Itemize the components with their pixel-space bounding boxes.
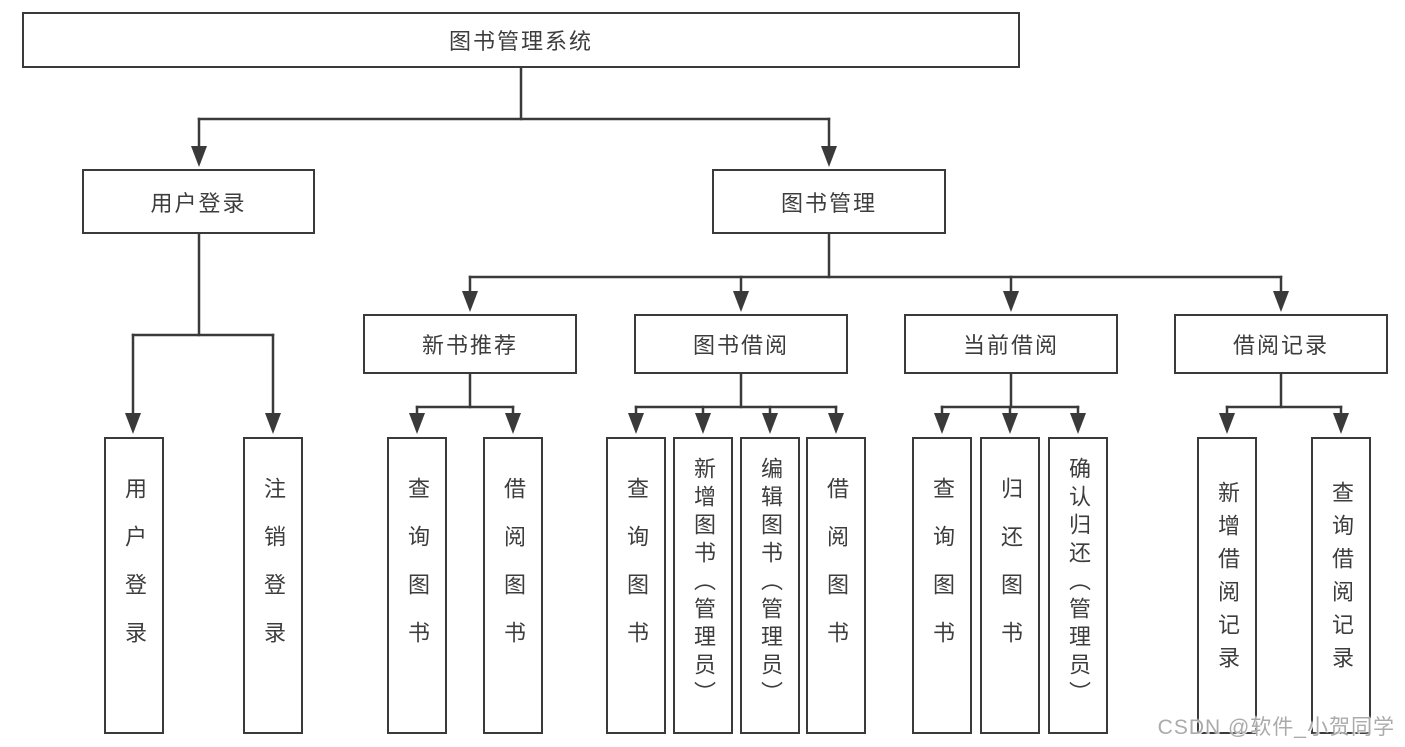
- node-label: 图书借阅: [692, 333, 789, 358]
- node-leaf-edit-books-admin: 编辑图书（管理员）: [740, 437, 800, 734]
- node-label: 确认归还（管理员）: [1066, 456, 1091, 709]
- node-user-login: 用户登录: [82, 169, 315, 234]
- node-leaf-user-login: 用户登录: [104, 437, 164, 734]
- node-label: 借阅图书: [824, 476, 849, 669]
- node-new-book-recommendation: 新书推荐: [363, 314, 577, 374]
- node-label: 新书推荐: [421, 333, 518, 358]
- node-label: 归还图书: [998, 476, 1023, 669]
- node-leaf-add-books-admin: 新增图书（管理员）: [673, 437, 733, 734]
- node-leaf-add-borrow-record: 新增借阅记录: [1197, 437, 1257, 734]
- node-label: 借阅图书: [501, 476, 526, 669]
- node-book-borrowing: 图书借阅: [634, 314, 848, 374]
- node-leaf-return-books: 归还图书: [980, 437, 1040, 734]
- node-leaf-logout: 注销登录: [243, 437, 303, 734]
- node-label: 查询借阅记录: [1329, 480, 1354, 679]
- node-label: 新增借阅记录: [1215, 480, 1240, 679]
- watermark: CSDN @软件_小贺同学: [1157, 716, 1395, 739]
- node-label: 图书管理: [780, 190, 877, 216]
- node-label: 编辑图书（管理员）: [758, 456, 783, 709]
- node-current-borrowing: 当前借阅: [904, 314, 1118, 374]
- node-label: 图书管理系统: [448, 29, 593, 54]
- node-leaf-borrow-books-recommend: 借阅图书: [483, 437, 543, 734]
- node-leaf-query-books-recommend: 查询图书: [387, 437, 447, 734]
- node-leaf-borrow-books: 借阅图书: [806, 437, 866, 734]
- node-book-management: 图书管理: [712, 169, 946, 234]
- node-leaf-query-books-borrowing: 查询图书: [606, 437, 666, 734]
- node-leaf-confirm-return-admin: 确认归还（管理员）: [1048, 437, 1108, 734]
- node-leaf-query-borrow-record: 查询借阅记录: [1311, 437, 1371, 734]
- node-label: 新增图书（管理员）: [691, 456, 716, 709]
- node-label: 查询图书: [624, 476, 649, 669]
- node-label: 用户登录: [150, 190, 247, 216]
- node-borrowing-records: 借阅记录: [1174, 314, 1388, 374]
- node-label: 注销登录: [261, 476, 286, 669]
- node-label: 查询图书: [930, 476, 955, 669]
- node-label: 当前借阅: [962, 333, 1059, 358]
- node-label: 借阅记录: [1232, 333, 1329, 358]
- node-leaf-query-books-current: 查询图书: [912, 437, 972, 734]
- node-library-system: 图书管理系统: [22, 12, 1020, 68]
- node-label: 用户登录: [122, 476, 147, 669]
- node-label: 查询图书: [405, 476, 430, 669]
